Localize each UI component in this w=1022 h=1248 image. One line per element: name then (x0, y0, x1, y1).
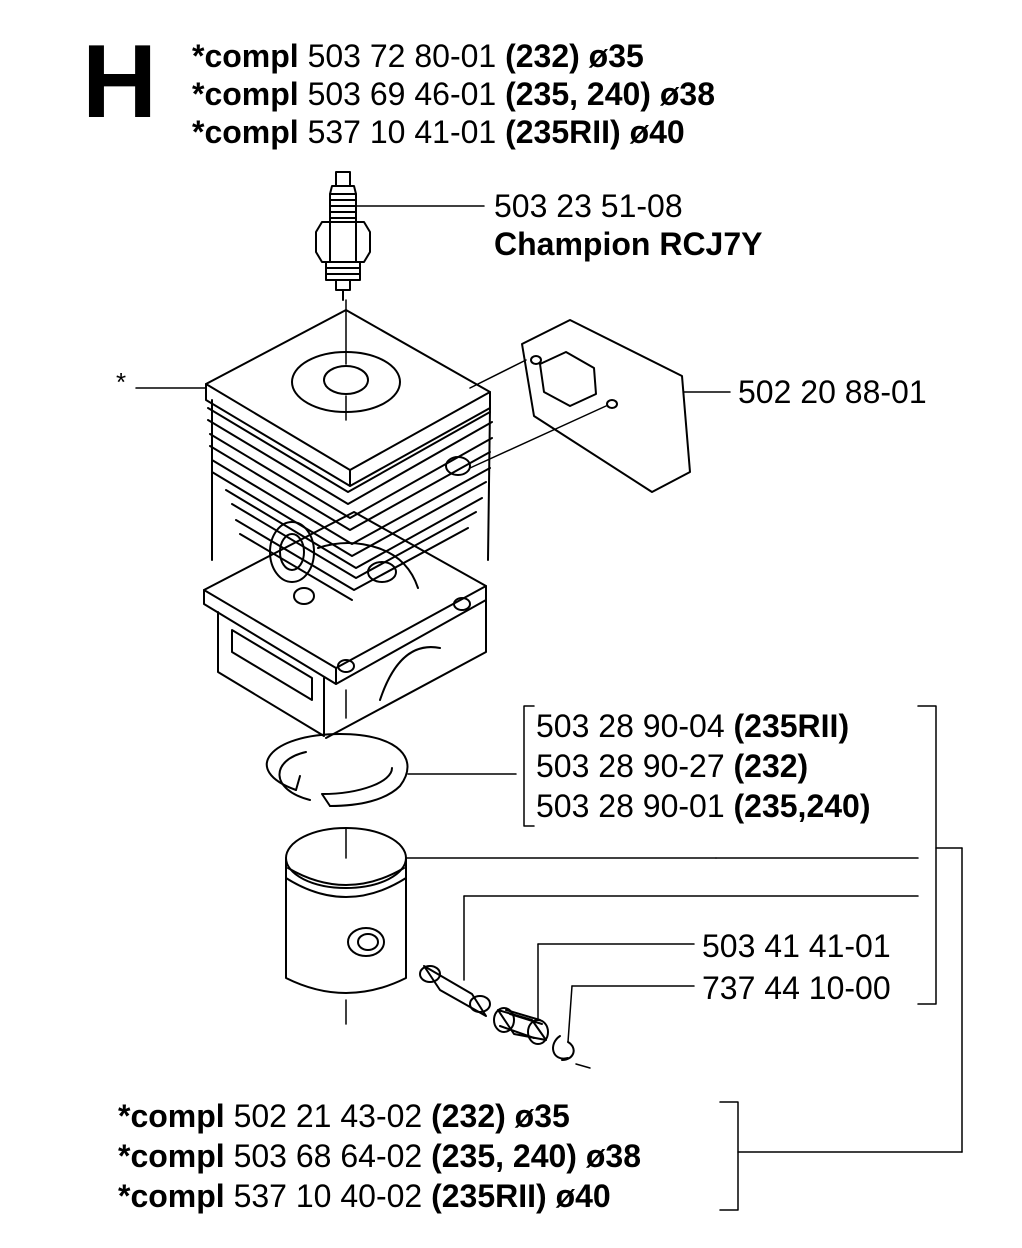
kit-models: (232) ø35 (505, 38, 644, 74)
spark-plug-number: 503 23 51-08 (494, 188, 683, 224)
ring-models: (235,240) (733, 788, 871, 824)
spark-plug-name: Champion RCJ7Y (494, 226, 763, 262)
piston-ring-line: 503 28 90-27 (232) (536, 748, 808, 784)
piston-ring-drawing (265, 733, 517, 807)
label-brackets (523, 705, 963, 1211)
kit-models: (235RII) ø40 (431, 1178, 611, 1214)
piston-ring-line: 503 28 90-04 (235RII) (536, 708, 849, 744)
kit-prefix: *compl (192, 76, 299, 112)
top-kit-line: *compl 503 69 46-01 (235, 240) ø38 (192, 76, 715, 112)
kit-models: (235, 240) ø38 (505, 76, 715, 112)
kit-prefix: *compl (192, 114, 299, 150)
kit-prefix: *compl (118, 1138, 225, 1174)
kit-prefix: *compl (192, 38, 299, 74)
bearing-drawing (493, 943, 695, 1045)
piston-pin-drawing (419, 895, 919, 1017)
piston-drawing (285, 827, 919, 1025)
kit-number: 503 72 80-01 (307, 38, 497, 74)
kit-number: 502 21 43-02 (233, 1098, 423, 1134)
gasket-drawing (469, 319, 731, 493)
circlip-number: 737 44 10-00 (702, 970, 891, 1006)
top-kit-line: *compl 503 72 80-01 (232) ø35 (192, 38, 644, 74)
ring-number: 503 28 90-27 (536, 748, 725, 784)
spark-plug-drawing (315, 171, 485, 301)
circlip-drawing (552, 985, 695, 1069)
ring-number: 503 28 90-04 (536, 708, 725, 744)
kit-prefix: *compl (118, 1098, 225, 1134)
bottom-kit-line: *compl 503 68 64-02 (235, 240) ø38 (118, 1138, 641, 1174)
kit-models: (235RII) ø40 (505, 114, 685, 150)
kit-prefix: *compl (118, 1178, 225, 1214)
cylinder-marker: * (116, 367, 127, 397)
top-kit-line: *compl 537 10 41-01 (235RII) ø40 (192, 114, 685, 150)
ring-models: (232) (733, 748, 809, 784)
ring-number: 503 28 90-01 (536, 788, 725, 824)
bottom-kit-line: *compl 537 10 40-02 (235RII) ø40 (118, 1178, 611, 1214)
section-letter: H (82, 24, 158, 140)
bottom-kit-line: *compl 502 21 43-02 (232) ø35 (118, 1098, 570, 1134)
kit-models: (235, 240) ø38 (431, 1138, 641, 1174)
kit-number: 537 10 40-02 (233, 1178, 423, 1214)
kit-models: (232) ø35 (431, 1098, 570, 1134)
cylinder-drawing (135, 299, 493, 739)
bearing-number: 503 41 41-01 (702, 928, 891, 964)
kit-number: 503 68 64-02 (233, 1138, 423, 1174)
gasket-number: 502 20 88-01 (738, 374, 927, 410)
kit-number: 537 10 41-01 (307, 114, 497, 150)
kit-number: 503 69 46-01 (307, 76, 497, 112)
ring-models: (235RII) (733, 708, 850, 744)
piston-ring-line: 503 28 90-01 (235,240) (536, 788, 870, 824)
